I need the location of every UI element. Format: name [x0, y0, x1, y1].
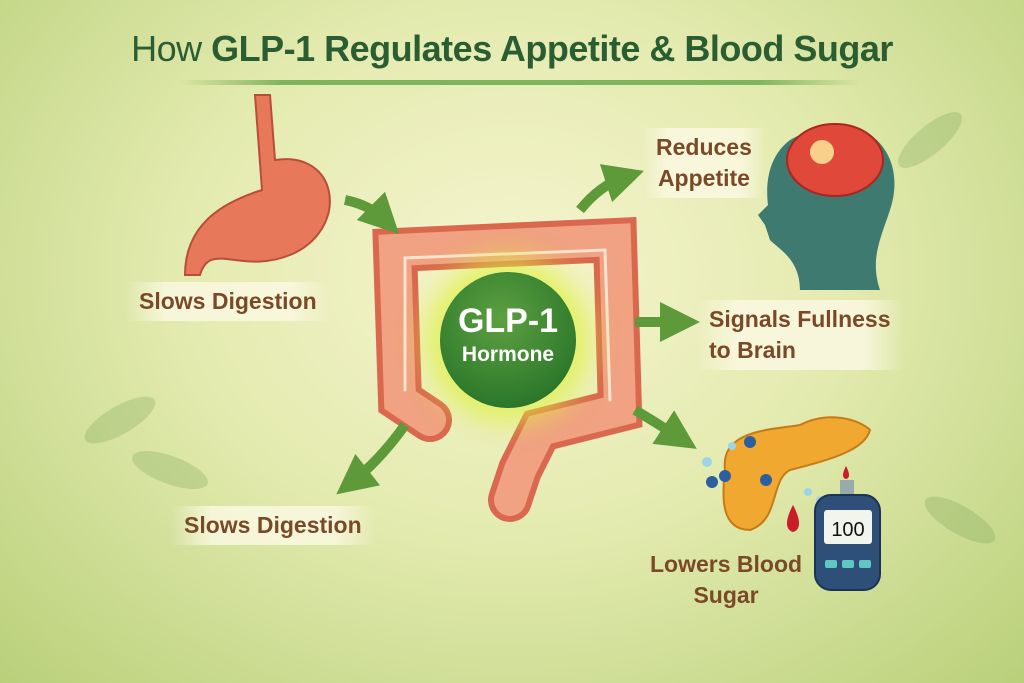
glp1-hormone-badge: GLP-1 Hormone	[440, 272, 576, 408]
arrow-stomach-to-colon	[343, 191, 400, 235]
brain-head-icon	[758, 123, 895, 290]
blood-drop-icon	[843, 466, 849, 479]
label-slows-digestion: Slows Digestion	[170, 506, 376, 545]
pancreas-icon	[702, 416, 872, 532]
stomach-icon	[183, 94, 331, 276]
title-divider	[180, 80, 860, 85]
hormone-subtitle: Hormone	[461, 343, 555, 366]
arrows	[336, 164, 700, 495]
intestine-icon	[372, 217, 643, 522]
glucose-meter-icon: 100	[814, 480, 881, 591]
page-title: How GLP-1 Regulates Appetite & Blood Sug…	[131, 28, 893, 69]
leaf-decoration	[84, 112, 996, 544]
arrow-to-appetite	[576, 164, 645, 214]
arrow-to-pancreas	[632, 405, 697, 449]
hormone-title: GLP-1	[457, 302, 559, 340]
blood-drop-icon	[787, 505, 799, 532]
arrow-lower-left	[336, 422, 410, 495]
label-stomach-slows-digestion: Slows Digestion	[125, 282, 331, 321]
meter-reading: 100	[831, 519, 864, 541]
